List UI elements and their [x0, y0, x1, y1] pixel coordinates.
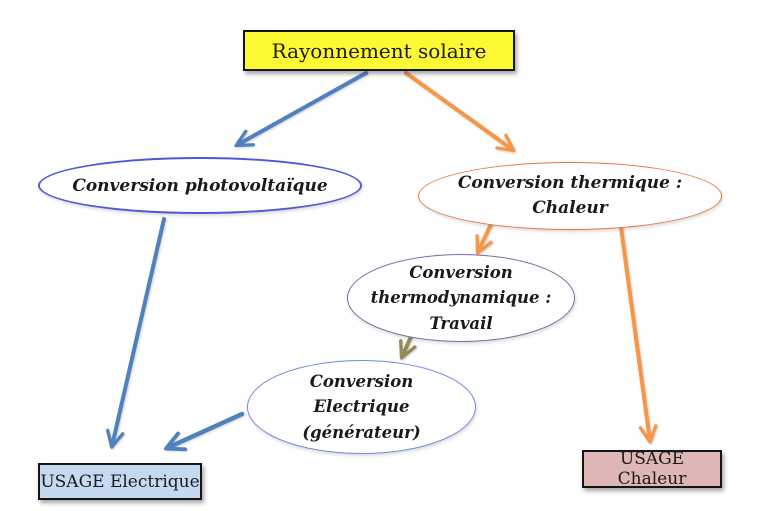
node-solar-radiation: Rayonnement solaire [243, 30, 515, 71]
arrow-solar-to-thermal [404, 71, 516, 153]
node-usage-electric: USAGE Electrique [38, 463, 202, 500]
node-thermal-conversion: Conversion thermique : Chaleur [418, 162, 722, 230]
node-electric-generator-conversion: Conversion Electrique (générateur) [247, 360, 476, 454]
node-usage-heat-label: USAGE Chaleur [617, 449, 687, 489]
arrow-solar-to-photovoltaic [234, 71, 368, 148]
node-usage-heat: USAGE Chaleur [582, 449, 722, 489]
node-solar-radiation-label: Rayonnement solaire [271, 38, 487, 63]
node-electric-generator-conversion-label: Conversion Electrique (générateur) [302, 371, 421, 442]
arrow-thermal-to-thermodynamic [475, 220, 494, 255]
node-usage-electric-label: USAGE Electrique [40, 471, 200, 492]
node-thermodynamic-conversion-label: Conversion thermodynamique : Travail [370, 262, 552, 333]
arrow-photovoltaic-to-usage-electric [106, 217, 166, 449]
arrow-thermal-to-usage-heat [618, 218, 658, 444]
node-photovoltaic-conversion: Conversion photovoltaïque [38, 157, 362, 214]
node-thermal-conversion-label: Conversion thermique : Chaleur [457, 172, 683, 219]
node-thermodynamic-conversion: Conversion thermodynamique : Travail [347, 254, 575, 342]
node-photovoltaic-conversion-label: Conversion photovoltaïque [72, 175, 328, 196]
arrow-electric-generator-to-usage-electric [164, 411, 245, 452]
